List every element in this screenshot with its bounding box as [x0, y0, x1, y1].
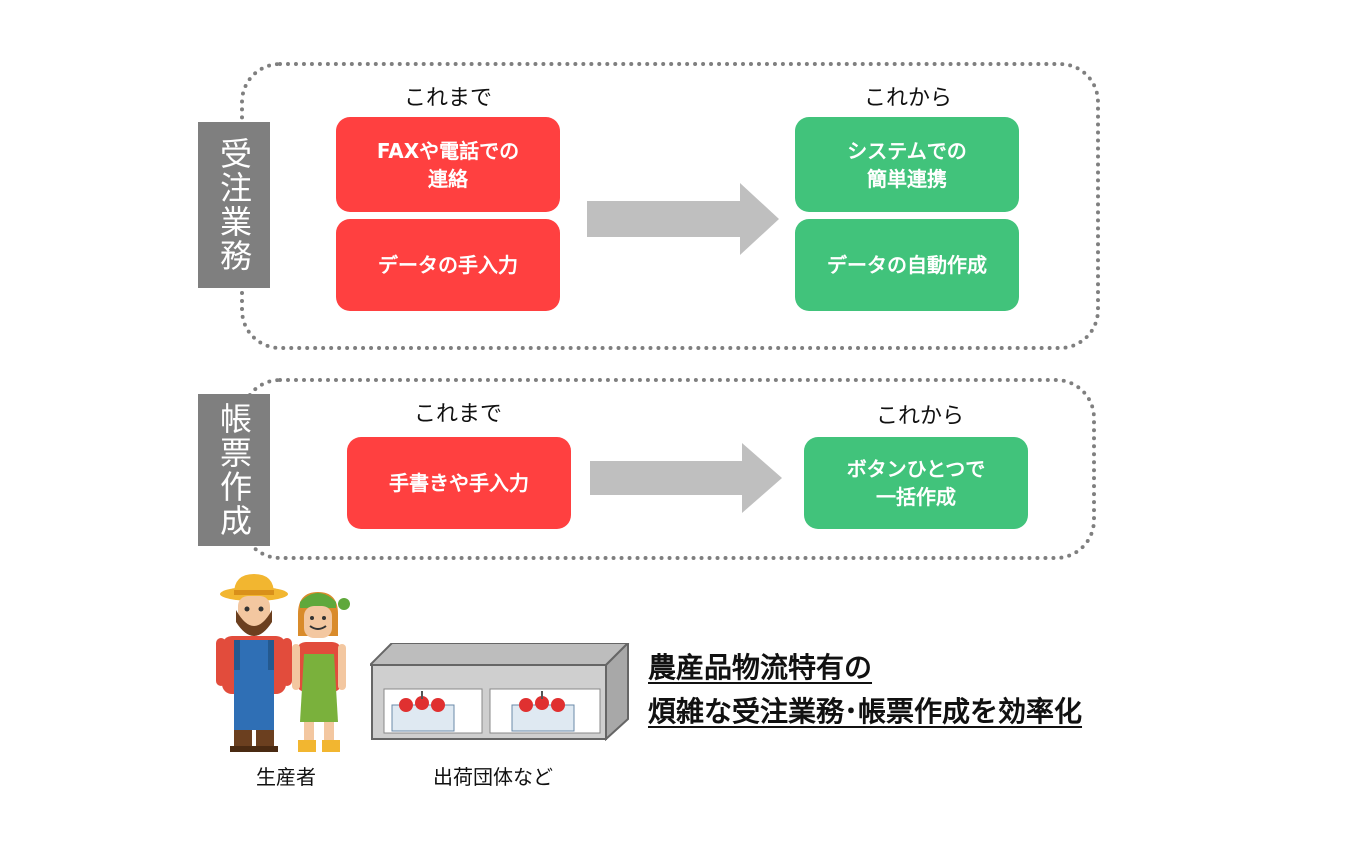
order-before-fax-phone: FAXや電話での 連絡	[336, 117, 560, 212]
shipper-label: 出荷団体など	[433, 765, 553, 789]
male-farmer-icon	[216, 574, 292, 752]
shipping-container-illustration	[370, 643, 630, 741]
order-before-label: これまで	[403, 86, 492, 111]
female-farmer-icon	[292, 592, 350, 752]
producer-label: 生産者	[256, 765, 316, 789]
document-section-tag-text: 帳票作成	[215, 402, 253, 538]
document-after-label: これから	[875, 404, 964, 429]
headline: 農産品物流特有の 煩雑な受注業務･帳票作成を効率化	[648, 646, 1168, 734]
order-transition-arrow-shape	[587, 183, 779, 255]
order-transition-arrow	[587, 183, 779, 255]
headline-line-1: 農産品物流特有の	[648, 651, 873, 684]
document-before-label: これまで	[413, 402, 502, 427]
order-before-manual-input: データの手入力	[336, 219, 560, 311]
document-transition-arrow	[590, 443, 782, 513]
apple-crate-right-icon	[511, 691, 575, 732]
order-after-label: これから	[863, 86, 952, 111]
document-section-tag: 帳票作成	[198, 394, 270, 546]
order-after-auto-create: データの自動作成	[795, 219, 1019, 311]
order-after-system-link: システムでの 簡単連携	[795, 117, 1019, 212]
apple-crate-left-icon	[391, 691, 455, 732]
order-section-tag-text: 受注業務	[215, 137, 253, 273]
document-before-handwritten: 手書きや手入力	[347, 437, 571, 529]
farmers-illustration	[216, 574, 350, 752]
order-section-tag: 受注業務	[198, 122, 270, 288]
document-after-one-button: ボタンひとつで 一括作成	[804, 437, 1028, 529]
document-transition-arrow-shape	[590, 443, 782, 513]
container-top	[370, 643, 630, 666]
headline-line-2: 煩雑な受注業務･帳票作成を効率化	[648, 695, 1083, 728]
